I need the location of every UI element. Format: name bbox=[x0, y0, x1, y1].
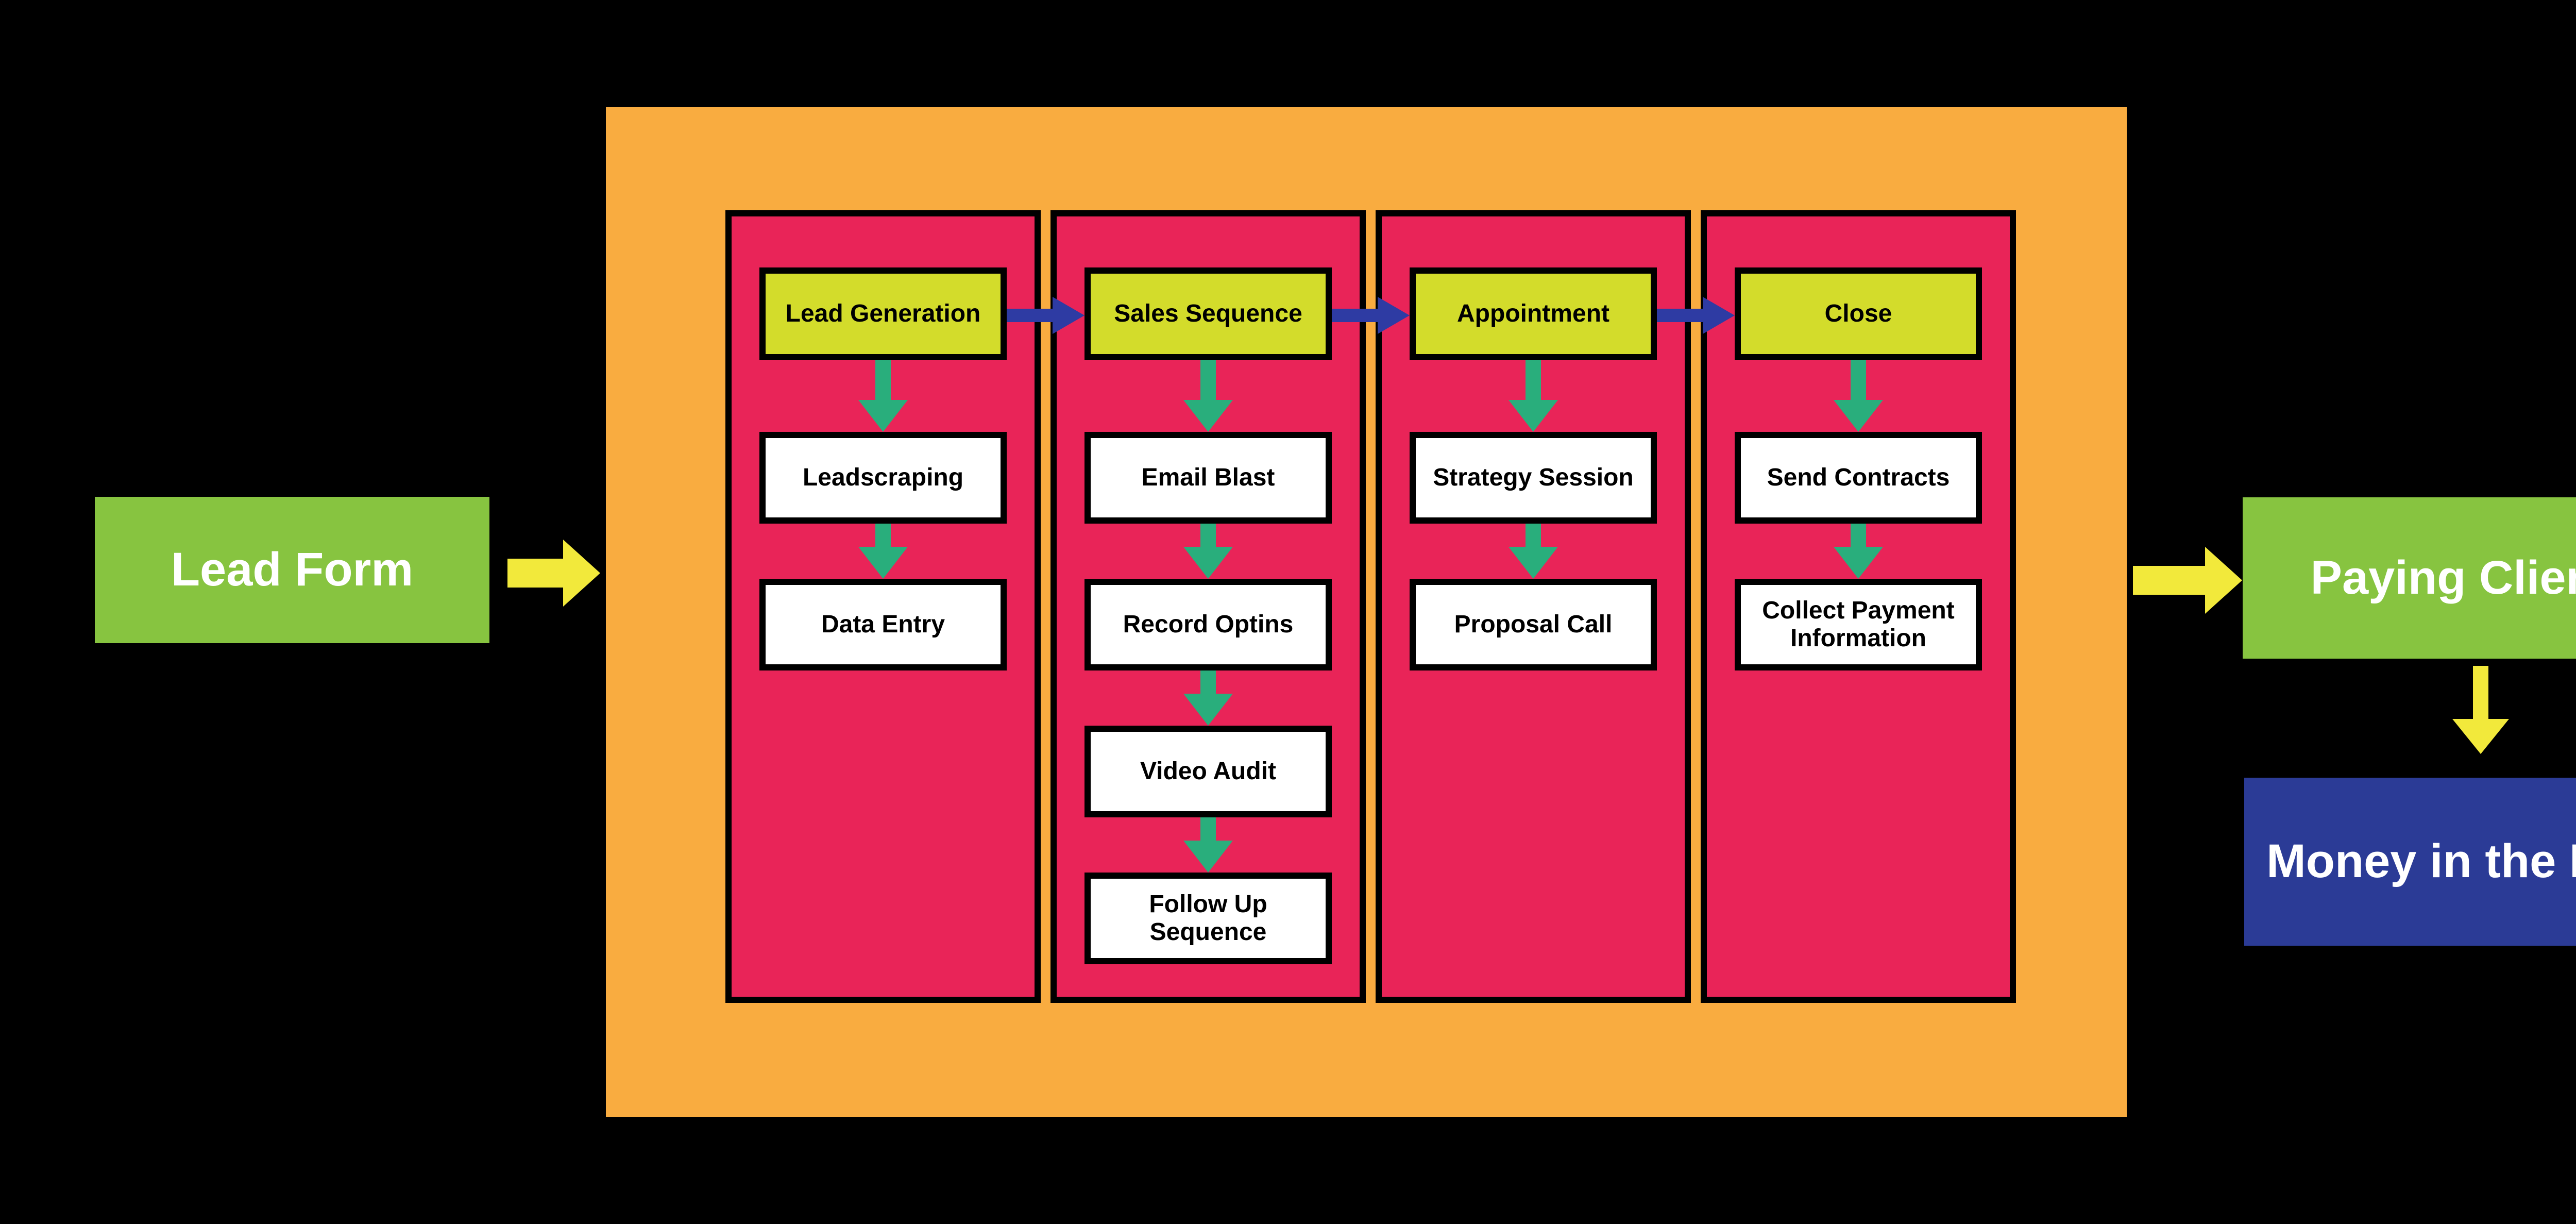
yellow-right-arrow-icon bbox=[507, 540, 600, 607]
arrow-head bbox=[1509, 547, 1558, 579]
arrow-shaft bbox=[2473, 666, 2488, 719]
arrow-head bbox=[1834, 400, 1883, 432]
task-box: Leadscraping bbox=[759, 432, 1007, 524]
green-down-arrow-icon bbox=[1183, 360, 1233, 432]
arrow-head bbox=[1183, 694, 1233, 726]
pipeline-panel: Lead Generation Leadscraping Data Entry … bbox=[606, 107, 2127, 1117]
lead-form-node: Lead Form bbox=[95, 497, 489, 643]
arrow-head bbox=[1183, 400, 1233, 432]
arrow-shaft bbox=[1200, 524, 1216, 547]
stage-header-label: Lead Generation bbox=[785, 300, 981, 328]
blue-right-arrow-icon bbox=[1657, 297, 1735, 334]
green-down-arrow-icon bbox=[1834, 524, 1883, 579]
arrow-head bbox=[1703, 297, 1735, 334]
stage-header-label: Close bbox=[1824, 300, 1892, 328]
task-label: Email Blast bbox=[1141, 464, 1275, 492]
task-box: Proposal Call bbox=[1410, 579, 1657, 670]
green-down-arrow-icon bbox=[1509, 360, 1558, 432]
arrow-head bbox=[1053, 297, 1084, 334]
green-down-arrow-icon bbox=[1183, 670, 1233, 726]
stage-column-lead-generation: Lead Generation Leadscraping Data Entry bbox=[725, 210, 1041, 1003]
green-down-arrow-icon bbox=[1183, 817, 1233, 873]
green-down-arrow-icon bbox=[858, 524, 908, 579]
stage-header-box: Close bbox=[1735, 267, 1982, 360]
arrow-shaft bbox=[1526, 524, 1541, 547]
stage-header-box: Sales Sequence bbox=[1084, 267, 1332, 360]
arrow-shaft bbox=[1007, 309, 1053, 322]
task-label: Collect Payment Information bbox=[1762, 597, 1955, 652]
paying-client-label: Paying Client bbox=[2310, 551, 2576, 604]
task-box: Data Entry bbox=[759, 579, 1007, 670]
money-in-the-bank-label: Money in the Bank bbox=[2266, 835, 2576, 888]
green-down-arrow-icon bbox=[1509, 524, 1558, 579]
arrow-shaft bbox=[1200, 817, 1216, 841]
task-box: Email Blast bbox=[1084, 432, 1332, 524]
arrow-shaft bbox=[1851, 360, 1866, 400]
arrow-shaft bbox=[1526, 360, 1541, 400]
task-box: Video Audit bbox=[1084, 726, 1332, 817]
arrow-shaft bbox=[1200, 360, 1216, 400]
task-label: Strategy Session bbox=[1433, 464, 1634, 492]
arrow-head bbox=[1509, 400, 1558, 432]
stage-header-label: Sales Sequence bbox=[1114, 300, 1302, 328]
stage-column-appointment: Appointment Strategy Session Proposal Ca… bbox=[1376, 210, 1691, 1003]
arrow-shaft bbox=[875, 524, 891, 547]
task-label: Proposal Call bbox=[1454, 611, 1613, 639]
arrow-head bbox=[858, 547, 908, 579]
lead-form-label: Lead Form bbox=[171, 543, 414, 596]
stage-column-close: Close Send Contracts Collect Payment Inf… bbox=[1701, 210, 2016, 1003]
task-box: Send Contracts bbox=[1735, 432, 1982, 524]
yellow-down-arrow-icon bbox=[2452, 666, 2509, 754]
money-in-the-bank-node: Money in the Bank bbox=[2244, 778, 2576, 946]
arrow-shaft bbox=[1332, 309, 1378, 322]
task-box: Collect Payment Information bbox=[1735, 579, 1982, 670]
arrow-head bbox=[2452, 719, 2509, 754]
arrow-shaft bbox=[1200, 670, 1216, 694]
stage-header-box: Lead Generation bbox=[759, 267, 1007, 360]
arrow-shaft bbox=[875, 360, 891, 400]
task-label: Data Entry bbox=[821, 611, 945, 639]
arrow-shaft bbox=[1657, 309, 1703, 322]
blue-right-arrow-icon bbox=[1007, 297, 1084, 334]
arrow-head bbox=[1378, 297, 1410, 334]
arrow-head bbox=[1183, 841, 1233, 873]
task-label: Leadscraping bbox=[802, 464, 964, 492]
blue-right-arrow-icon bbox=[1332, 297, 1410, 334]
stage-header-label: Appointment bbox=[1457, 300, 1609, 328]
arrow-shaft bbox=[2133, 566, 2205, 595]
task-box: Follow Up Sequence bbox=[1084, 873, 1332, 964]
stage-header-box: Appointment bbox=[1410, 267, 1657, 360]
yellow-right-arrow-icon bbox=[2133, 547, 2242, 614]
green-down-arrow-icon bbox=[1183, 524, 1233, 579]
arrow-shaft bbox=[1851, 524, 1866, 547]
green-down-arrow-icon bbox=[858, 360, 908, 432]
task-box: Record Optins bbox=[1084, 579, 1332, 670]
stage-column-sales-sequence: Sales Sequence Email Blast Record Optins bbox=[1050, 210, 1366, 1003]
task-label: Record Optins bbox=[1123, 611, 1294, 639]
arrow-head bbox=[858, 400, 908, 432]
task-label: Follow Up Sequence bbox=[1149, 891, 1267, 946]
arrow-shaft bbox=[507, 559, 563, 588]
paying-client-node: Paying Client bbox=[2243, 497, 2576, 659]
task-label: Video Audit bbox=[1140, 758, 1276, 785]
green-down-arrow-icon bbox=[1834, 360, 1883, 432]
task-box: Strategy Session bbox=[1410, 432, 1657, 524]
task-label: Send Contracts bbox=[1767, 464, 1950, 492]
arrow-head bbox=[2205, 547, 2242, 614]
arrow-head bbox=[1183, 547, 1233, 579]
arrow-head bbox=[563, 540, 600, 607]
arrow-head bbox=[1834, 547, 1883, 579]
